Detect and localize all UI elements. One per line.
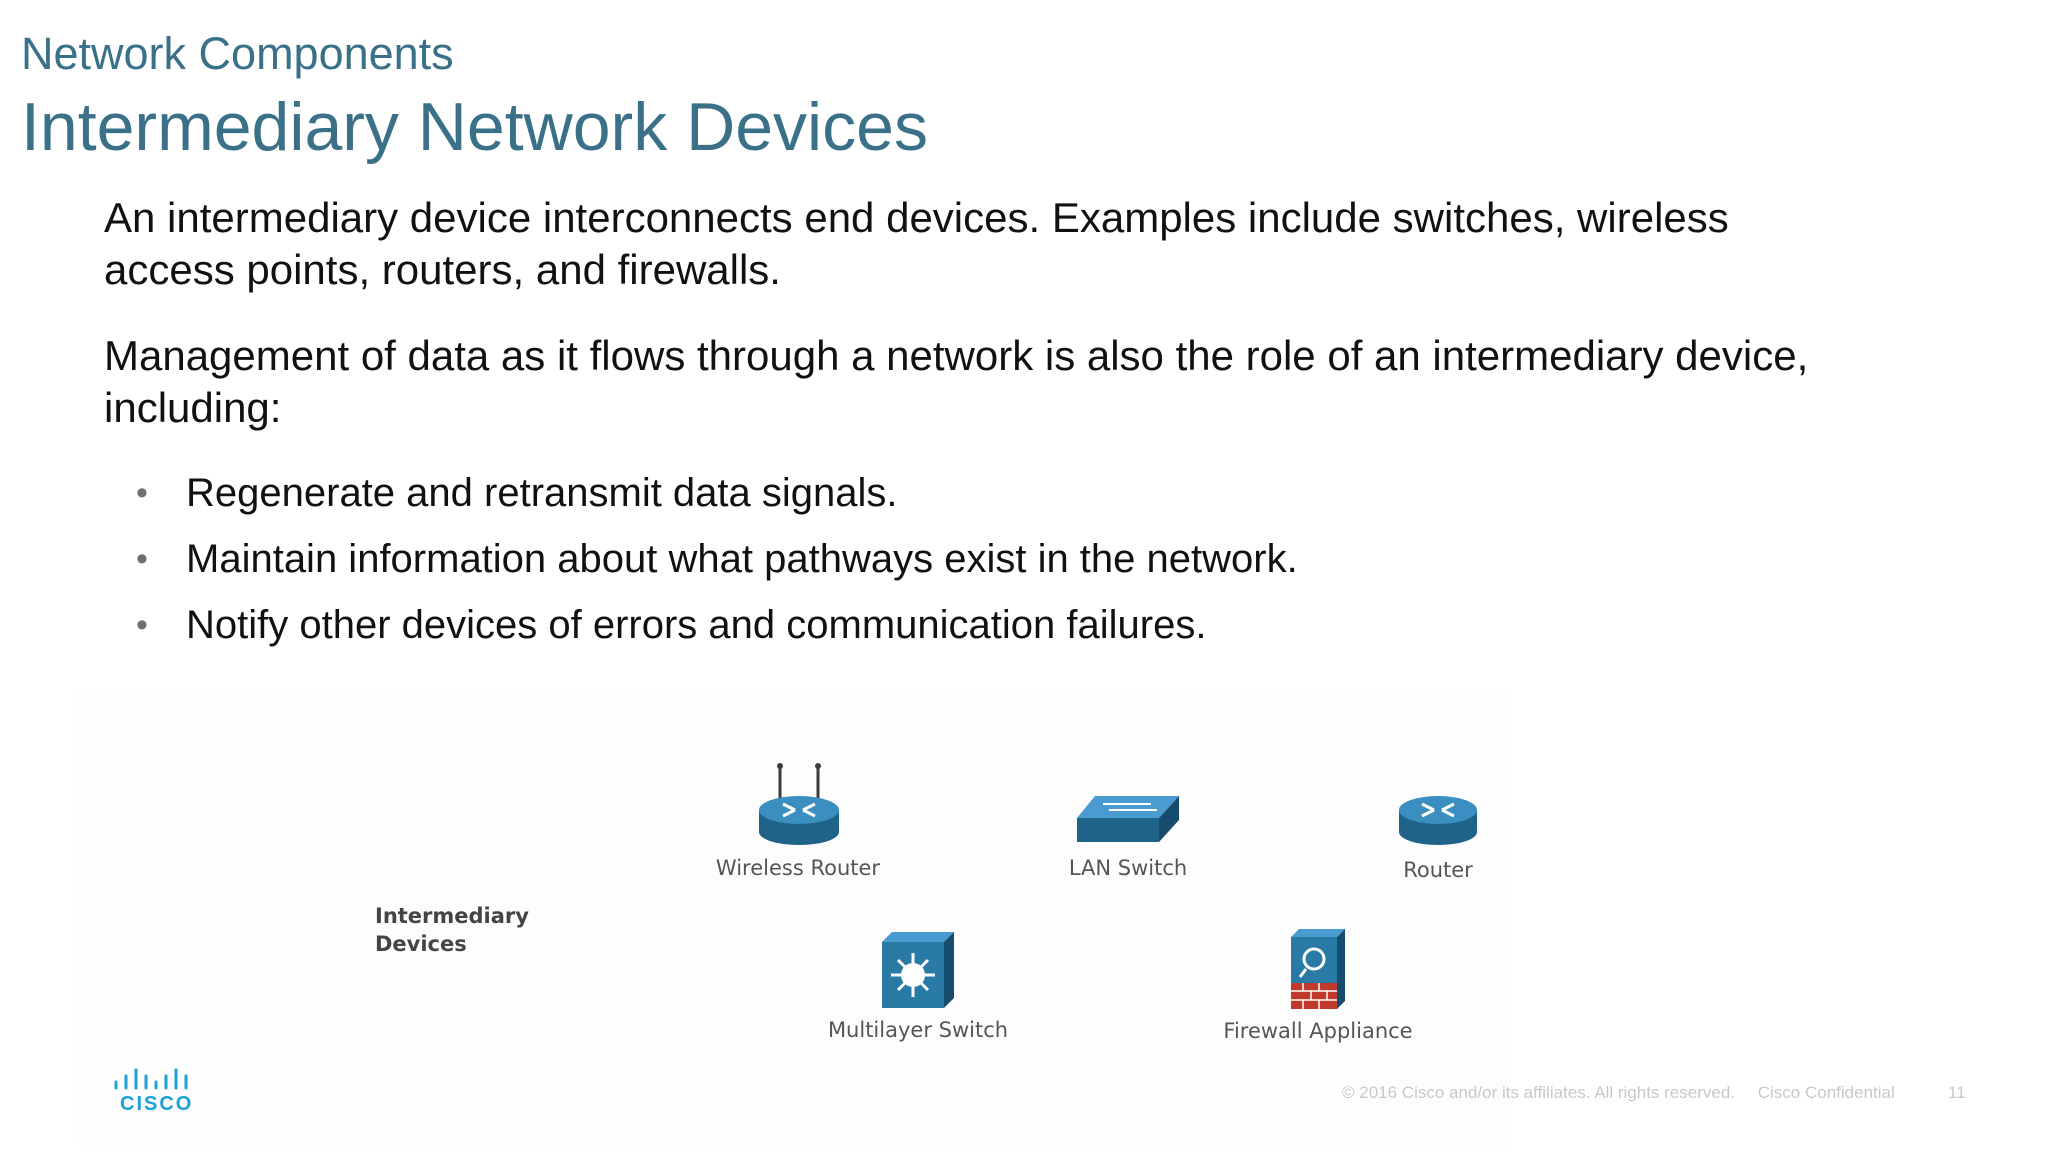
device-wireless-router: Wireless Router [698,760,898,880]
wireless-router-label: Wireless Router [715,856,881,880]
management-paragraph: Management of data as it flows through a… [104,332,1809,431]
intro-paragraph: An intermediary device interconnects end… [104,194,1729,293]
router-icon [1399,796,1477,845]
page-number: 11 [1948,1083,1966,1102]
lan-switch-label: LAN Switch [1068,856,1188,880]
slide-content: An intermediary device interconnects end… [104,192,1824,666]
bullet-text: Regenerate and retransmit data signals. [186,471,898,515]
cisco-logo-text: CISCO [120,1093,193,1112]
bullet-item: • Notify other devices of errors and com… [104,600,1824,650]
bullet-text: Maintain information about what pathways… [186,537,1298,581]
multilayer-switch-label: Multilayer Switch [827,1018,1009,1042]
bullet-dot: • [136,606,148,644]
footer-copyright: © 2016 Cisco and/or its affiliates. All … [1342,1083,1736,1102]
router-label: Router [1403,858,1473,882]
bullet-dot: • [136,540,148,578]
footer-legal: © 2016 Cisco and/or its affiliates. All … [1342,1083,1913,1103]
group-label: Intermediary Devices [375,904,529,956]
slide-title: Intermediary Network Devices [21,89,928,165]
cisco-logo-icon: CISCO [114,1068,193,1115]
firewall-appliance-label: Firewall Appliance [1223,1019,1413,1043]
bullet-item: • Maintain information about what pathwa… [104,534,1824,584]
lan-switch-icon [1077,796,1179,842]
bullet-dot: • [136,474,148,512]
bullet-text: Notify other devices of errors and commu… [186,603,1207,647]
device-multilayer-switch: Multilayer Switch [808,928,1028,1042]
section-heading: Network Components [21,28,454,79]
firewall-icon [1291,929,1345,1009]
device-router: Router [1348,788,1528,882]
cisco-logo: CISCO [112,1068,196,1117]
intermediary-devices-diagram: Intermediary Devices Wireless Router LAN… [78,690,1512,1145]
device-lan-switch: LAN Switch [1028,790,1228,880]
bullet-item: • Regenerate and retransmit data signals… [104,468,1824,518]
bullet-list: • Regenerate and retransmit data signals… [104,468,1824,650]
footer-confidential: Cisco Confidential [1757,1083,1895,1102]
wireless-router-icon [759,763,839,845]
multilayer-switch-icon [882,932,954,1008]
device-firewall-appliance: Firewall Appliance [1198,925,1438,1043]
